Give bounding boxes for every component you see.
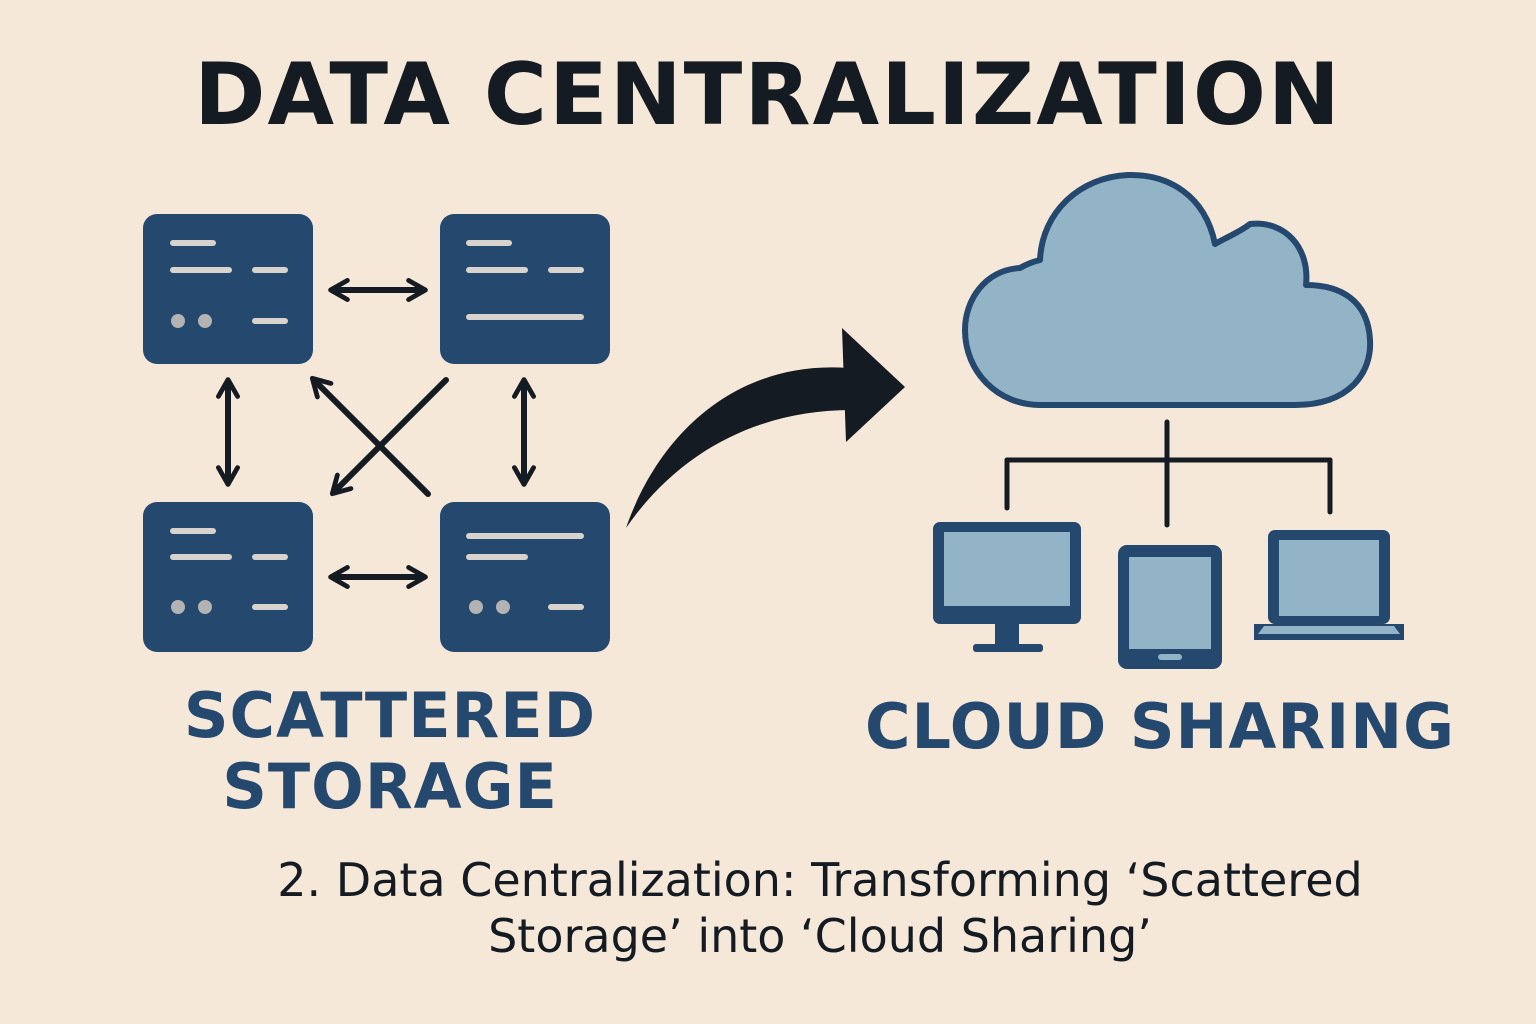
server-icon-bottom-right [440, 502, 610, 652]
network-connector [1004, 419, 1333, 528]
scattered-storage-label: SCATTERED STORAGE [100, 680, 680, 823]
page-title: DATA CENTRALIZATION [194, 45, 1342, 145]
diagram-caption: 2. Data Centralization: Transforming ‘Sc… [277, 853, 1363, 964]
server-icon-top-right [440, 214, 610, 364]
diagonal-arrow-icon-2 [329, 377, 449, 497]
laptop-icon [1254, 530, 1404, 640]
cloud-sharing-label: CLOUD SHARING [864, 690, 1455, 763]
server-icon-top-left [143, 214, 313, 364]
tablet-icon [1118, 545, 1222, 669]
scattered-storage-label-line1: SCATTERED [183, 679, 597, 752]
server-icon-bottom-left [143, 502, 313, 652]
scattered-storage-label-line2: STORAGE [222, 750, 558, 824]
monitor-icon [933, 522, 1081, 652]
diagonal-arrow-icon-1 [309, 375, 431, 497]
curved-arrow-icon [626, 328, 905, 528]
cloud-icon [962, 171, 1374, 408]
